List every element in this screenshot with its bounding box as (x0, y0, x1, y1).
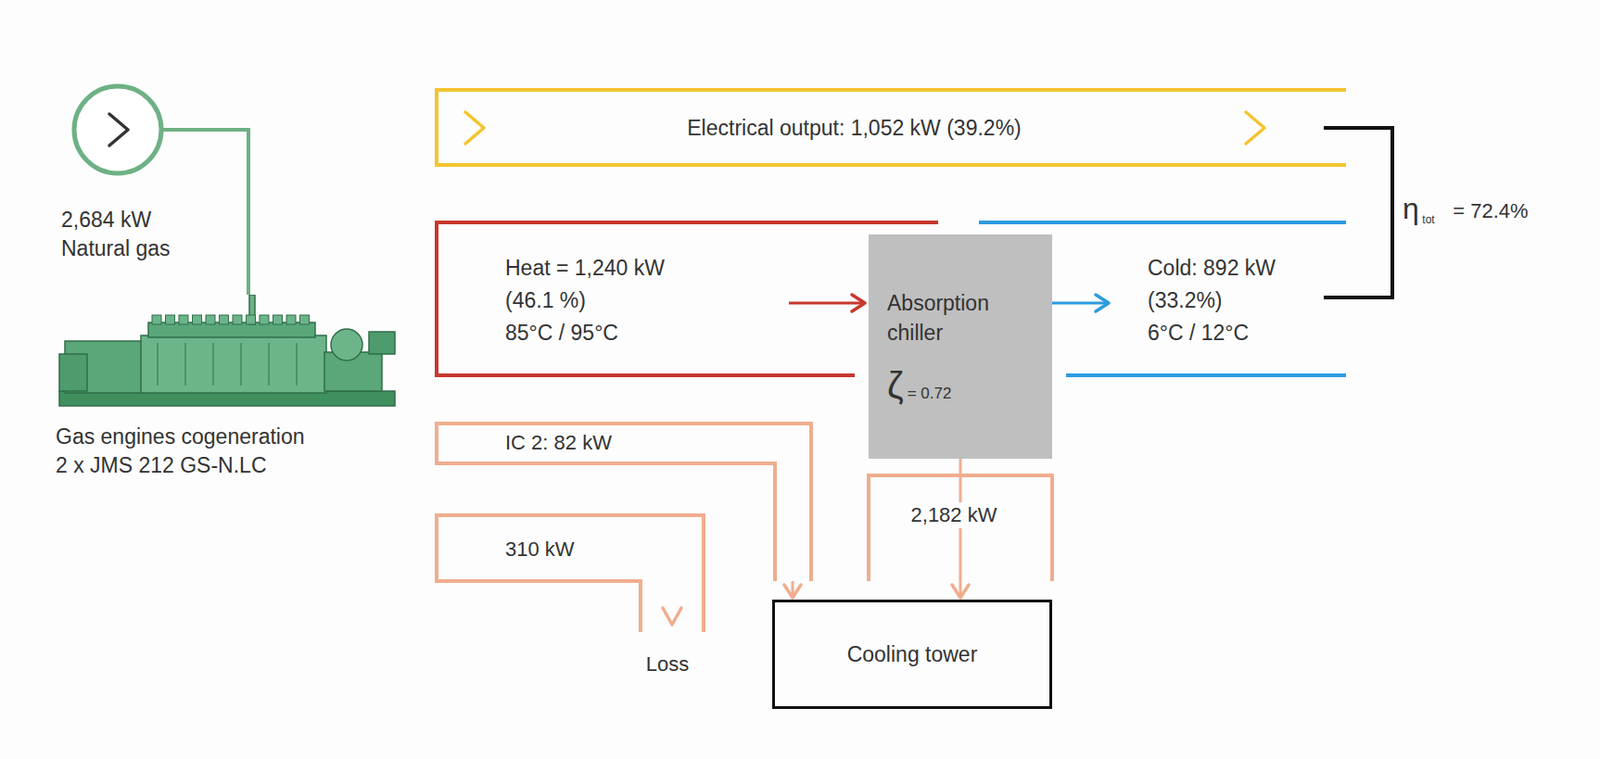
cold-band-box: Cold: 892 kW(33.2%)6°C / 12°C (1112, 222, 1347, 376)
node-text: Electrical output: 1,052 kW (39.2%) (686, 114, 1022, 142)
node-text: IC 2: 82 kW (505, 429, 812, 458)
engine-rib (268, 342, 270, 386)
flow-connector (788, 302, 865, 305)
node-text: 310 kW (505, 535, 704, 564)
node-text: = 0.72 (907, 384, 953, 404)
efficiency-symbol: η (1402, 190, 1420, 227)
engine-rib (185, 342, 187, 386)
flow-chevron (465, 112, 484, 144)
gas-source: 2,684 kWNatural gas (57, 83, 206, 264)
engine-illustration (55, 294, 405, 423)
heat-band (436, 222, 939, 376)
total-bracket (1323, 127, 1393, 298)
gas-circle (74, 86, 162, 174)
node-text: (46.1 %) (505, 284, 789, 318)
flow-connector (791, 581, 795, 598)
cylinder-cover (273, 315, 283, 325)
node-text: (33.2%) (1147, 284, 1347, 318)
electric-band (436, 89, 1347, 166)
cooling-tower-box: Cooling tower (772, 599, 1053, 710)
node-text: ζ (887, 364, 904, 407)
engine-unit: Gas engines cogeneration2 x JMS 212 GS-N… (51, 294, 405, 481)
flow-connector (162, 129, 249, 295)
cylinder-cover (246, 315, 256, 325)
flow-chevron (1245, 112, 1265, 144)
engine-rib (241, 342, 242, 386)
cylinder-cover (178, 315, 189, 325)
chiller-box: Absorption chiller ζ= 0.72 (868, 234, 1053, 459)
cylinder-cover (152, 315, 162, 325)
engine-part (140, 335, 327, 394)
engine-rib (213, 342, 215, 386)
node-text: Natural gas (61, 234, 206, 264)
node-text: Heat = 1,240 kW (505, 252, 789, 285)
loss-band-box: 310 kW (436, 515, 704, 633)
node-text: 2 x JMS 212 GS-N.LC (55, 451, 405, 481)
gas-symbol (61, 83, 206, 206)
cylinder-cover (232, 315, 242, 325)
cylinder-cover (205, 315, 216, 325)
flow-chevron (662, 608, 682, 625)
engine-part (368, 331, 395, 355)
engine-rib (296, 342, 298, 386)
electric-band-box: Electrical output: 1,052 kW (39.2%) (436, 89, 1347, 166)
node-text: Cold: 892 kW (1147, 252, 1347, 285)
cylinder-cover (192, 315, 203, 325)
intercooler-band (436, 423, 812, 582)
intercooler-band-box: IC 2: 82 kW (436, 423, 812, 582)
node-text: 85°C / 95°C (505, 317, 789, 350)
engine-part (330, 329, 363, 361)
node-text: Cooling tower (847, 640, 978, 669)
flow-connector (1052, 302, 1109, 305)
node-text: 2,684 kW (61, 205, 206, 235)
loss-band (436, 515, 704, 633)
efficiency-value: = 72.4% (1452, 199, 1528, 224)
loss-label: Loss (646, 652, 689, 677)
edge-label: 2,182 kW (907, 502, 1002, 529)
efficiency-subscript: tot (1422, 213, 1435, 227)
cylinder-cover (300, 315, 310, 325)
engine-rib (157, 342, 159, 386)
node-text: Gas engines cogeneration (55, 422, 405, 452)
cylinder-cover (259, 315, 269, 325)
cylinder-cover (286, 315, 296, 325)
node-text: 6°C / 12°C (1147, 317, 1347, 350)
engine-part (59, 354, 88, 392)
node-text: Absorption chiller (887, 288, 1042, 348)
cylinder-cover (219, 315, 229, 325)
flow-chevron (109, 114, 128, 146)
cylinder-cover (165, 315, 176, 325)
heat-band-box: Heat = 1,240 kW(46.1 %)85°C / 95°C (436, 222, 789, 376)
flow-connector (959, 458, 963, 598)
